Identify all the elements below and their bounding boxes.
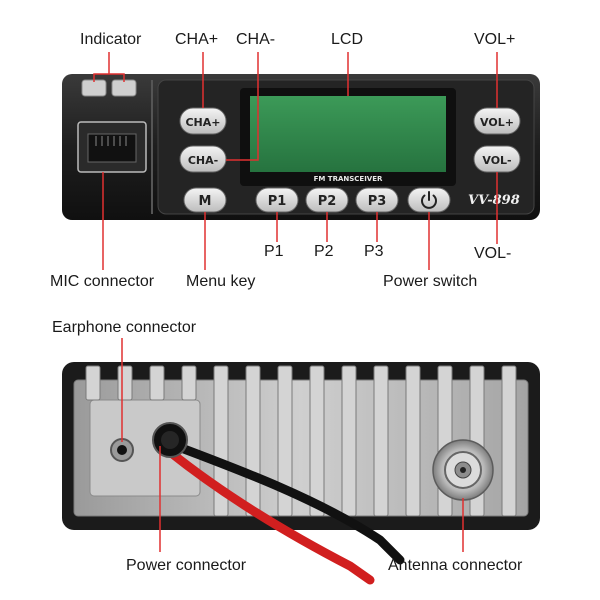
- p1-button[interactable]: P1: [255, 187, 299, 213]
- label-cha-minus: CHA-: [236, 31, 276, 48]
- label-power-switch: Power switch: [383, 273, 478, 290]
- vol-plus-button-label: VOL+: [480, 116, 514, 129]
- front-panel: FM TRANSCEIVER CHA+ CHA- VOL+ VOL- M P1: [62, 74, 540, 220]
- power-cable-black: [171, 441, 405, 565]
- p2-button-label: P2: [318, 194, 337, 209]
- label-antenna-connector: Antenna connector: [388, 557, 523, 574]
- label-indicator: Indicator: [80, 31, 142, 48]
- p1-button-label: P1: [268, 194, 287, 209]
- label-mic-connector: MIC connector: [50, 273, 155, 290]
- lcd-screen: [250, 96, 446, 172]
- power-cable-red: [165, 447, 375, 585]
- vol-minus-button[interactable]: VOL-: [473, 145, 521, 173]
- label-menu-key: Menu key: [186, 273, 256, 290]
- indicator-led-right: [111, 79, 137, 97]
- menu-button[interactable]: M: [183, 187, 227, 213]
- p2-button[interactable]: P2: [305, 187, 349, 213]
- menu-button-label: M: [199, 194, 212, 209]
- cha-plus-button-label: CHA+: [185, 116, 220, 129]
- label-p3: P3: [364, 243, 384, 260]
- earphone-connector-hole: [117, 445, 127, 455]
- lcd-caption: FM TRANSCEIVER: [314, 175, 383, 183]
- rear-callouts: [121, 338, 464, 552]
- indicator-led-left: [81, 79, 107, 97]
- power-connector-inner: [161, 431, 179, 449]
- label-vol-minus: VOL-: [474, 245, 512, 262]
- vol-minus-button-label: VOL-: [482, 154, 511, 167]
- antenna-connector-center: [460, 467, 466, 473]
- cha-minus-button-label: CHA-: [188, 154, 218, 167]
- mic-connector-jack: [87, 133, 137, 163]
- cha-minus-button[interactable]: CHA-: [179, 145, 227, 173]
- label-p1: P1: [264, 243, 284, 260]
- model-name: VV-898: [468, 193, 520, 208]
- power-icon: [421, 191, 437, 209]
- label-lcd: LCD: [331, 31, 364, 48]
- cha-plus-button[interactable]: CHA+: [179, 107, 227, 135]
- rear-panel: [62, 362, 540, 585]
- label-p2: P2: [314, 243, 334, 260]
- p3-button[interactable]: P3: [355, 187, 399, 213]
- label-vol-plus: VOL+: [474, 31, 516, 48]
- front-callouts: [93, 52, 498, 270]
- label-cha-plus: CHA+: [175, 31, 219, 48]
- label-power-connector: Power connector: [126, 557, 247, 574]
- mic-connector-pins: [95, 136, 127, 146]
- power-button[interactable]: [407, 187, 451, 213]
- label-earphone-connector: Earphone connector: [52, 319, 197, 336]
- vol-plus-button[interactable]: VOL+: [473, 107, 521, 135]
- callout-cha-minus: [226, 52, 259, 161]
- p3-button-label: P3: [368, 194, 387, 209]
